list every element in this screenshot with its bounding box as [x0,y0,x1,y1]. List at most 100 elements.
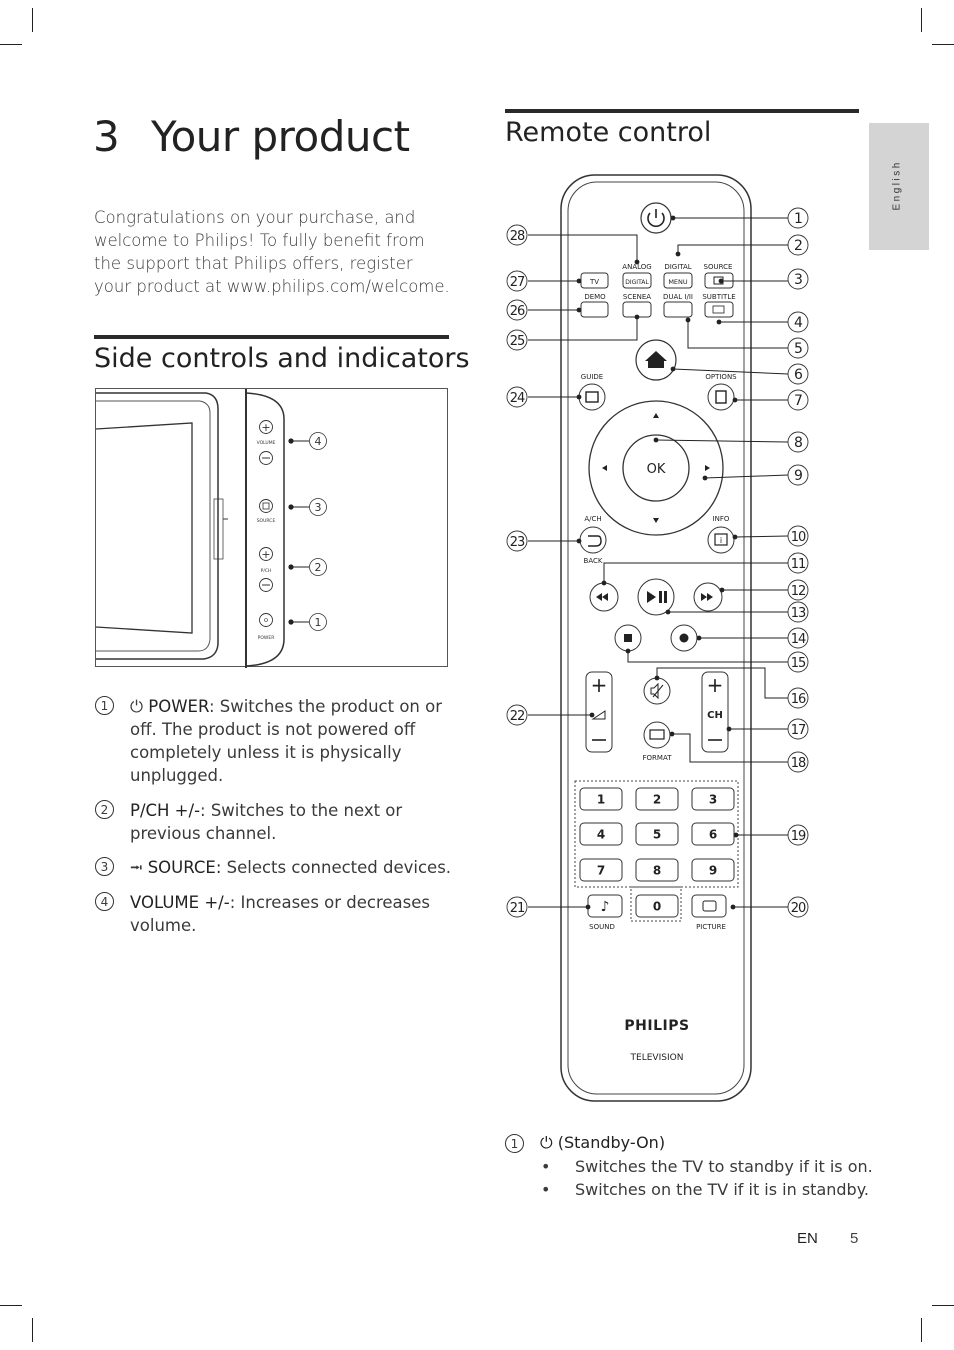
callout-circle [506,896,528,918]
svg-text:+: + [261,548,270,561]
digit-key-label: 9 [709,864,717,878]
side-controls-heading: Side controls and indicators [94,343,470,374]
callout-number: 18 [791,756,806,771]
callout-circle [787,431,809,453]
callout-circle [787,552,809,574]
side-callout-2: 2 [315,561,322,574]
callout-number: 5 [794,341,802,357]
callout-number: 25 [510,334,525,349]
section-rule [94,335,449,339]
callout-number: 17 [791,723,806,738]
callout-number: 28 [510,229,525,244]
label-source: SOURCE [704,263,733,271]
remote-item-standby: 1 ⏻ (Standby-On) [505,1133,665,1153]
crop-mark [932,1305,954,1306]
legend-term: P/CH +/- [130,801,201,820]
source-icon: ⭲ [130,858,148,877]
callout-circle [787,687,809,709]
legend-desc: : Switches the product on or off. The pr… [130,697,442,785]
callout-circle [787,464,809,486]
language-tab-label: English [891,160,903,211]
callout-number: 9 [794,468,802,484]
crop-mark [921,1318,922,1342]
digit-key [635,822,679,846]
callout-circle [787,651,809,673]
digit-key-label: 5 [653,828,661,842]
crop-mark [0,1305,22,1306]
btn-menu: MENU [668,278,688,286]
label-demo: DEMO [584,293,606,301]
side-controls-figure: + VOLUME SOURCE + P/CH POWER 4 3 2 1 [95,388,448,668]
digit-key [579,822,623,846]
callout-circle [506,386,528,408]
legend-number: 3 [95,857,114,876]
legend-desc: Selects connected devices. [221,858,452,877]
callout-circle [506,299,528,321]
callout-circle [506,530,528,552]
callout-number: 10 [791,530,806,545]
callout-number: 20 [791,901,806,916]
crop-mark [32,1318,33,1342]
digit-key-label: 2 [653,793,661,807]
callout-circle [787,311,809,333]
bullet-dot: • [541,1157,551,1176]
callout-number: 8 [794,435,802,451]
side-callout-1: 1 [315,616,322,629]
side-callout-3: 3 [315,501,322,514]
btn-digital: DIGITAL [625,279,649,286]
callout-circle [787,525,809,547]
crop-mark [0,44,22,45]
callout-circle [787,601,809,623]
crop-mark [932,44,954,45]
label-subtitle: SUBTITLE [702,293,735,301]
svg-text:+: + [591,673,608,697]
callout-circle [787,389,809,411]
label-analog: ANALOG [622,263,651,271]
callout-circle [787,234,809,256]
callout-number: 23 [510,535,525,550]
callout-circle [787,824,809,846]
crop-mark [921,8,922,32]
callout-circle [787,363,809,385]
callout-circle [506,224,528,246]
remote-illustration: ANALOG DIGITAL SOURCE TV DIGITAL MENU DE… [506,174,809,1102]
callout-number: 12 [791,584,806,599]
callout-number: 21 [510,901,525,916]
callout-number: 26 [510,304,525,319]
callout-number: 3 [794,272,802,288]
brand-subtitle: TELEVISION [630,1053,684,1063]
footer-language: EN [797,1230,818,1247]
callout-circle [787,751,809,773]
page-number: 5 [850,1230,859,1247]
remote-control-figure: ANALOG DIGITAL SOURCE TV DIGITAL MENU DE… [500,170,830,1105]
legend-term: POWER [148,697,209,716]
digit-key-label: 1 [597,793,605,807]
callout-number: 13 [791,606,806,621]
remote-callouts: 1234567891011121314151617181920282726252… [506,207,809,918]
svg-text:+: + [261,421,270,434]
digit-key [579,858,623,882]
label-ch: CH [707,710,723,721]
callout-number: 1 [794,211,802,227]
bullet-item: •Switches the TV to standby if it is on. [541,1157,873,1176]
svg-text:+: + [707,673,724,697]
side-callout-4: 4 [315,435,322,448]
svg-text:♪: ♪ [601,899,610,915]
label-digital: DIGITAL [664,263,691,271]
brand-logo: PHILIPS [624,1018,689,1034]
side-pch-label: P/CH [261,568,272,574]
power-icon: ⏻ [540,1133,558,1152]
label-sound: SOUND [589,923,615,931]
callout-circle [787,207,809,229]
callout-circle [506,704,528,726]
callout-circle [787,718,809,740]
label-ach: A/CH [584,515,601,523]
callout-circle [787,268,809,290]
callout-number: 27 [510,275,525,290]
legend-number: 1 [95,696,114,715]
digit-key-label: 7 [597,864,605,878]
legend-term: SOURCE: [147,858,222,877]
digit-key-label: 3 [709,793,717,807]
